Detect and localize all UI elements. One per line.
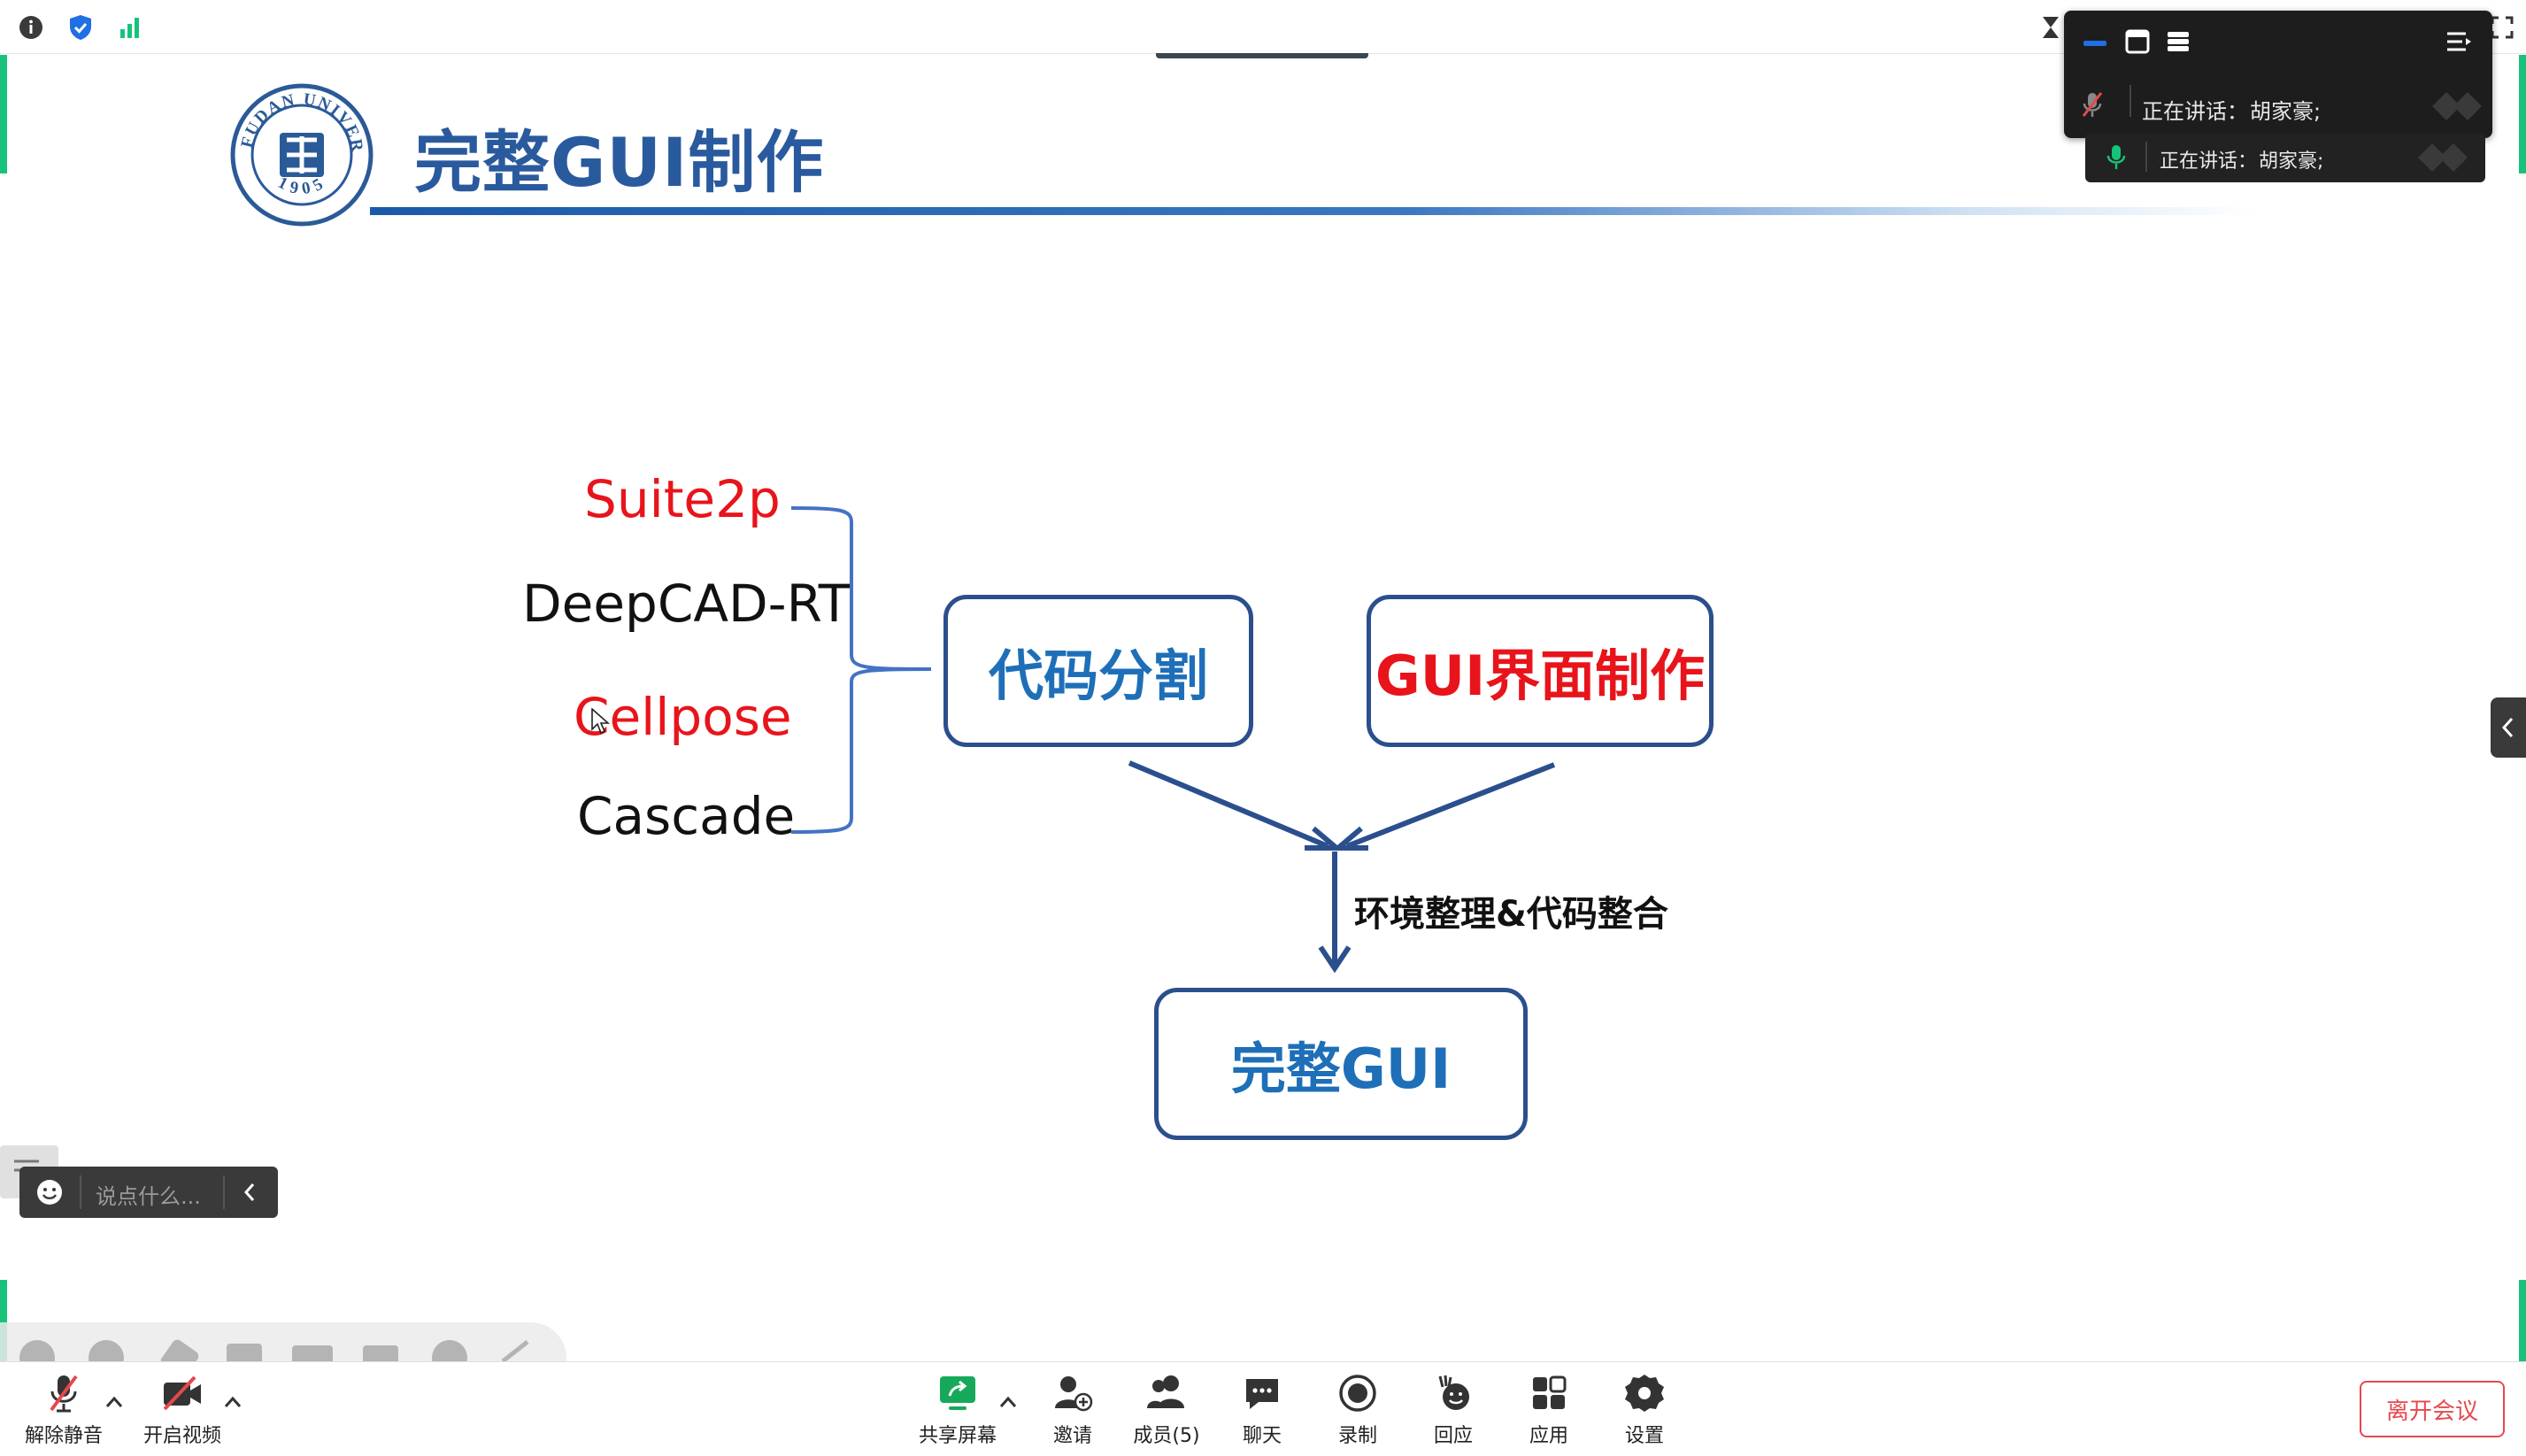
speaking-label: 正在讲话： [2142,99,2248,124]
share-indicator-left-top [0,55,7,173]
chevron-left-icon [2501,717,2514,738]
signal-strength-icon[interactable] [115,12,145,42]
chevron-up-icon[interactable] [104,1395,124,1413]
model-cellpose: Cellpose [574,687,792,747]
box-code-split: 代码分割 [943,595,1253,747]
mouse-cursor-icon [591,707,611,738]
speaker-panel-secondary: 正在讲话： 胡家豪; [2085,133,2485,182]
arrow-code-to-merge [1128,760,1329,849]
box-complete-gui: 完整GUI [1154,988,1528,1140]
share-handle[interactable] [1156,53,1368,58]
arrow-gui-to-merge [1345,762,1556,849]
panel-menu-icon[interactable] [2445,28,2473,58]
invite-label: 邀请 [1052,1425,1092,1447]
box-gui-design: GUI界面制作 [1367,595,1714,747]
list-mode-icon[interactable] [2165,28,2191,58]
annotation-toolbar[interactable] [0,1322,566,1361]
slide-title: 完整GUI制作 [414,123,825,202]
info-icon[interactable] [16,12,46,42]
model-deepcad-rt: DeepCAD-RT [522,574,851,634]
chat-bubble-icon [1218,1370,1306,1416]
quick-chat-bar[interactable]: 说点什么... [19,1167,278,1218]
share-indicator-right-bottom [2519,1280,2526,1361]
start-video-label: 开启视频 [142,1425,221,1447]
add-person-icon [1028,1370,1117,1416]
emoji-icon[interactable] [35,1178,64,1210]
members-label: 成员(5) [1133,1425,1200,1447]
gear-icon [1600,1370,1689,1416]
record-label: 录制 [1337,1425,1377,1447]
fullscreen-icon[interactable] [2487,12,2517,42]
apps-label: 应用 [1529,1425,1568,1447]
speaking-name: 胡家豪; [2250,99,2322,124]
record-button[interactable]: 录制 [1313,1370,1402,1448]
unmute-button[interactable]: 解除静音 [19,1370,108,1448]
speaking-label-secondary: 正在讲话： [2160,150,2258,173]
chevron-up-icon[interactable] [223,1395,243,1413]
security-shield-icon[interactable] [65,12,96,42]
share-screen-icon [913,1370,1002,1416]
mic-active-icon [2106,143,2126,175]
chat-input[interactable]: 说点什么... [96,1184,201,1209]
settings-label: 设置 [1624,1425,1664,1447]
unmute-label: 解除静音 [24,1425,103,1447]
record-icon [1313,1370,1402,1416]
reactions-button[interactable]: 回应 [1409,1370,1498,1448]
meeting-toolbar [0,1361,2526,1456]
share-indicator-right-top [2519,55,2526,173]
chat-label: 聊天 [1242,1425,1282,1447]
speaker-avatar-icon [2423,89,2485,127]
shared-slide [0,55,2526,1361]
apps-grid-icon [1505,1370,1593,1416]
hourglass-icon[interactable] [2036,12,2066,42]
brace-lower [790,667,932,834]
divider [2129,85,2131,117]
model-suite2p: Suite2p [584,469,781,529]
chat-button[interactable]: 聊天 [1218,1370,1306,1448]
start-video-button[interactable]: 开启视频 [138,1370,227,1448]
share-screen-button[interactable]: 共享屏幕 [913,1370,1002,1448]
mic-muted-icon [2080,90,2105,122]
speaker-panel[interactable]: 正在讲话： 胡家豪; [2064,11,2492,138]
arrow-label: 环境整理&代码整合 [1354,894,1668,935]
leave-meeting-button[interactable]: 离开会议 [2360,1381,2505,1437]
window-mode-icon[interactable] [2124,28,2151,58]
model-cascade: Cascade [577,786,796,846]
mic-muted-icon [19,1370,108,1416]
side-panel-toggle[interactable] [2491,697,2526,758]
chevron-up-icon[interactable] [998,1395,1018,1413]
title-underline [370,207,2255,215]
reaction-hand-emoji-icon [1409,1370,1498,1416]
chevron-left-icon[interactable] [241,1181,258,1207]
minimize-icon[interactable] [2082,32,2108,57]
settings-button[interactable]: 设置 [1600,1370,1689,1448]
share-screen-label: 共享屏幕 [918,1425,997,1447]
apps-button[interactable]: 应用 [1505,1370,1593,1448]
members-button[interactable]: 成员(5) [1122,1370,1211,1448]
members-icon [1122,1370,1211,1416]
speaking-name-secondary: 胡家豪; [2259,150,2324,173]
video-off-icon [138,1370,227,1416]
university-seal-logo: FUDAN UNIVERSITY 1905 [221,67,375,228]
share-indicator-left-bottom [0,1280,7,1361]
reactions-label: 回应 [1433,1425,1473,1447]
invite-button[interactable]: 邀请 [1028,1370,1117,1448]
brace-upper [790,506,932,671]
